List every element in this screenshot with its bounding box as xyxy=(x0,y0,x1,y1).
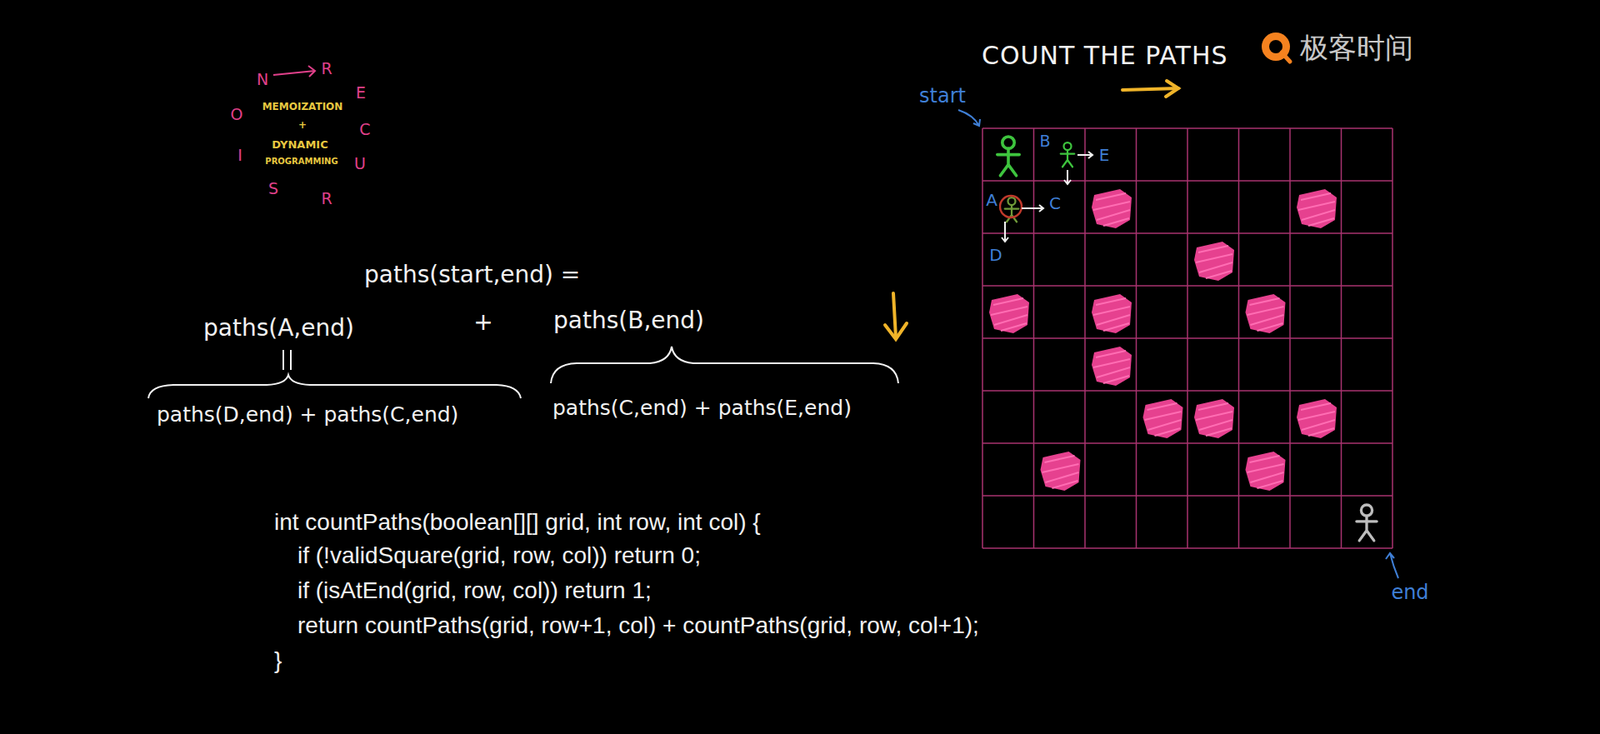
formula: paths(D,end) + paths(C,end) xyxy=(155,403,460,428)
logo-letter: C xyxy=(357,120,372,140)
code-line: } xyxy=(272,647,284,675)
grid xyxy=(982,128,1393,549)
grid-label: start xyxy=(917,85,968,109)
logo-letter: R xyxy=(319,190,334,209)
stick-figure xyxy=(997,136,1377,541)
logo-letter: E xyxy=(354,84,368,103)
logo-text: DYNAMIC xyxy=(270,139,330,152)
logo-letter: U xyxy=(352,155,368,174)
yellow-arrow xyxy=(885,80,1179,340)
grid-label: end xyxy=(1389,581,1430,605)
formula: paths(start,end) = xyxy=(362,261,582,289)
formula: paths(A,end) xyxy=(201,315,356,342)
formula: + xyxy=(471,309,495,336)
logo-letter: O xyxy=(229,105,245,125)
logo-arrow xyxy=(273,65,315,77)
grid-label: E xyxy=(1097,145,1112,165)
code-line: if (isAtEnd(grid, row, col)) return 1; xyxy=(295,577,654,605)
grid-label: C xyxy=(1047,194,1063,214)
pointer-arrow xyxy=(958,110,1399,579)
watermark-icon xyxy=(1261,32,1290,62)
formula: paths(C,end) + paths(E,end) xyxy=(550,396,854,421)
logo-text: MEMOIZATION xyxy=(260,101,345,114)
grid-label: A xyxy=(984,190,1000,210)
obstacle xyxy=(989,189,1337,491)
logo-letter: R xyxy=(319,60,334,79)
move-arrow xyxy=(1001,151,1093,242)
code-line: if (!validSquare(grid, row, col)) return… xyxy=(295,542,703,570)
logo-letter: S xyxy=(266,180,280,199)
formula: paths(B,end) xyxy=(551,307,706,335)
logo-letter: I xyxy=(235,146,245,165)
title: COUNT THE PATHS xyxy=(980,41,1230,71)
logo-text: + xyxy=(296,120,309,132)
formula-marks xyxy=(148,346,899,399)
code-line: return countPaths(grid, row+1, col) + co… xyxy=(295,612,981,640)
watermark: 极客时间 xyxy=(1298,31,1415,65)
cursor-ring xyxy=(1000,195,1022,218)
grid-label: D xyxy=(987,245,1004,265)
logo-text: PROGRAMMING xyxy=(263,156,340,167)
code-line: int countPaths(boolean[][] grid, int row… xyxy=(272,509,763,536)
grid-label: B xyxy=(1037,132,1052,151)
logo-letter: N xyxy=(255,70,270,90)
